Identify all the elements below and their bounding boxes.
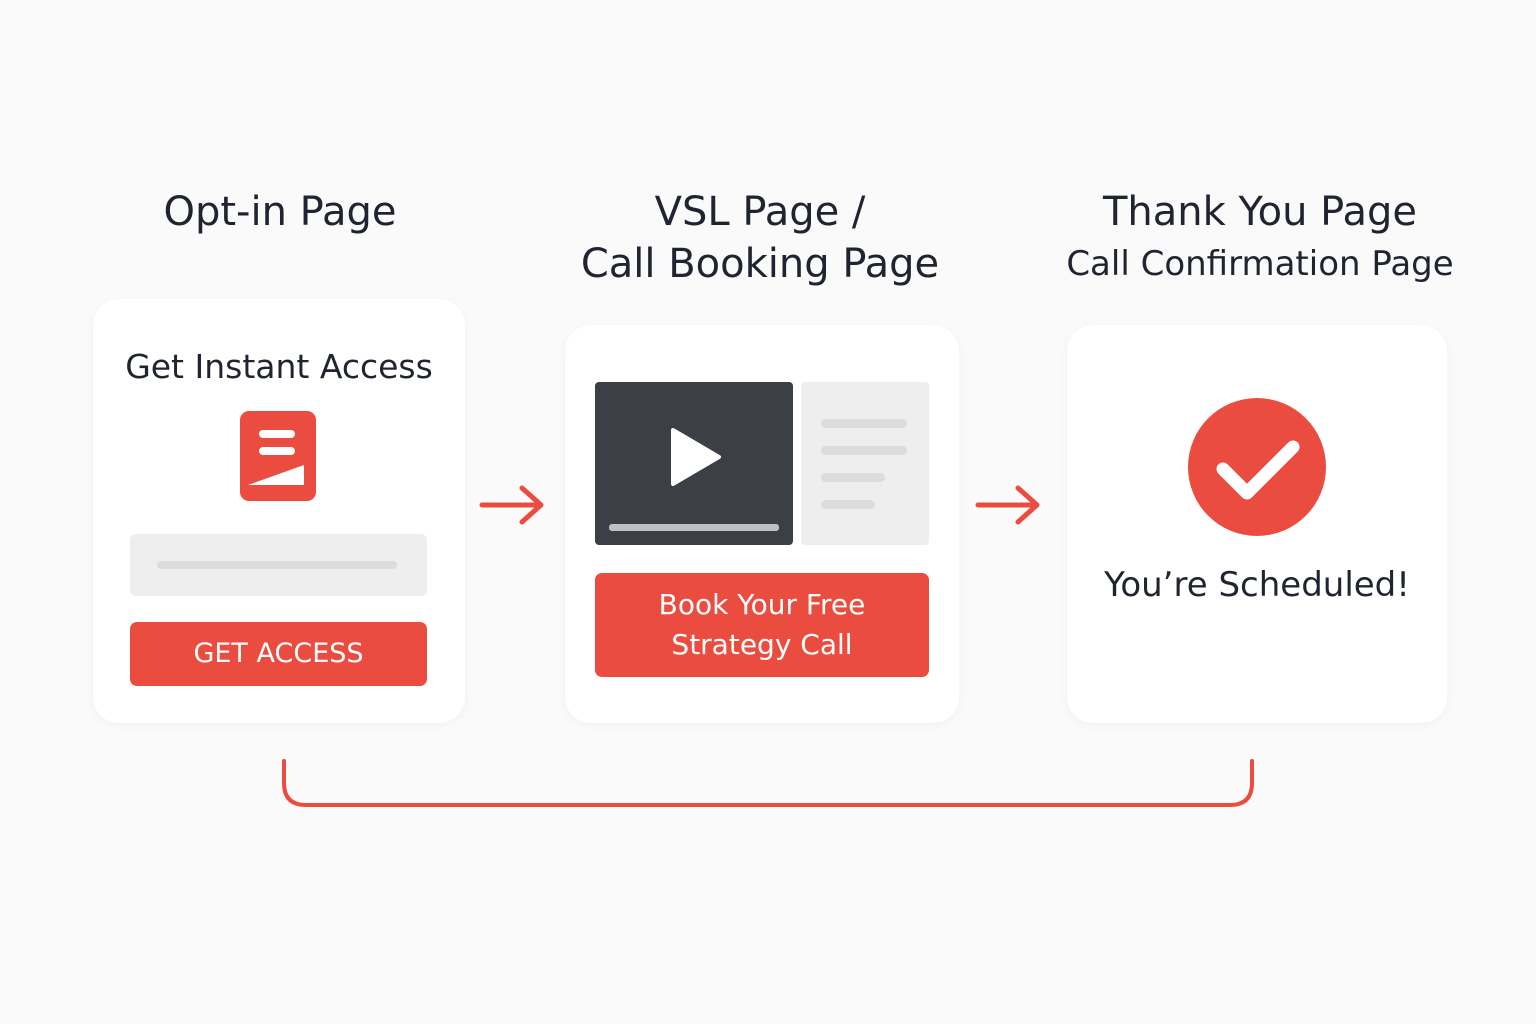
step-title-opt-in: Opt-in Page <box>163 189 397 235</box>
step-subtitle-confirmation: Call Confirmation Page <box>1066 244 1454 284</box>
document-icon <box>240 411 316 501</box>
thank-you-page-card: You’re Scheduled! <box>1067 325 1447 723</box>
funnel-bracket <box>282 759 1254 807</box>
step-title-vsl: VSL Page / Call Booking Page <box>560 186 960 290</box>
text-line <box>821 473 885 482</box>
arrow-right-icon <box>479 485 544 525</box>
text-line <box>821 419 907 428</box>
vsl-page-card: Book Your Free Strategy Call <box>565 325 959 723</box>
scheduled-message: You’re Scheduled! <box>1104 565 1410 605</box>
opt-in-heading: Get Instant Access <box>125 347 433 386</box>
opt-in-page-card: Get Instant Access GET ACCESS <box>93 299 465 723</box>
step-title-vsl-line1: VSL Page / <box>654 189 866 235</box>
text-line <box>821 446 907 455</box>
video-player[interactable] <box>595 382 793 545</box>
video-progress-bar[interactable] <box>609 524 779 531</box>
text-panel <box>801 382 929 545</box>
input-placeholder-bar <box>157 561 397 569</box>
checkmark-icon <box>1188 398 1326 536</box>
step-title-thank-you-main: Thank You Page <box>1102 189 1418 235</box>
step-title-thank-you: Thank You Page Call Confirmation Page <box>1040 186 1480 286</box>
play-icon[interactable] <box>669 426 723 488</box>
text-line <box>821 500 875 509</box>
book-strategy-call-button[interactable]: Book Your Free Strategy Call <box>595 573 929 677</box>
arrow-right-icon <box>975 485 1040 525</box>
book-button-line1: Book Your Free <box>658 588 866 621</box>
book-button-line2: Strategy Call <box>671 628 853 661</box>
email-input-field[interactable] <box>130 534 427 596</box>
step-title-vsl-line2: Call Booking Page <box>580 241 940 287</box>
get-access-button[interactable]: GET ACCESS <box>130 622 427 686</box>
